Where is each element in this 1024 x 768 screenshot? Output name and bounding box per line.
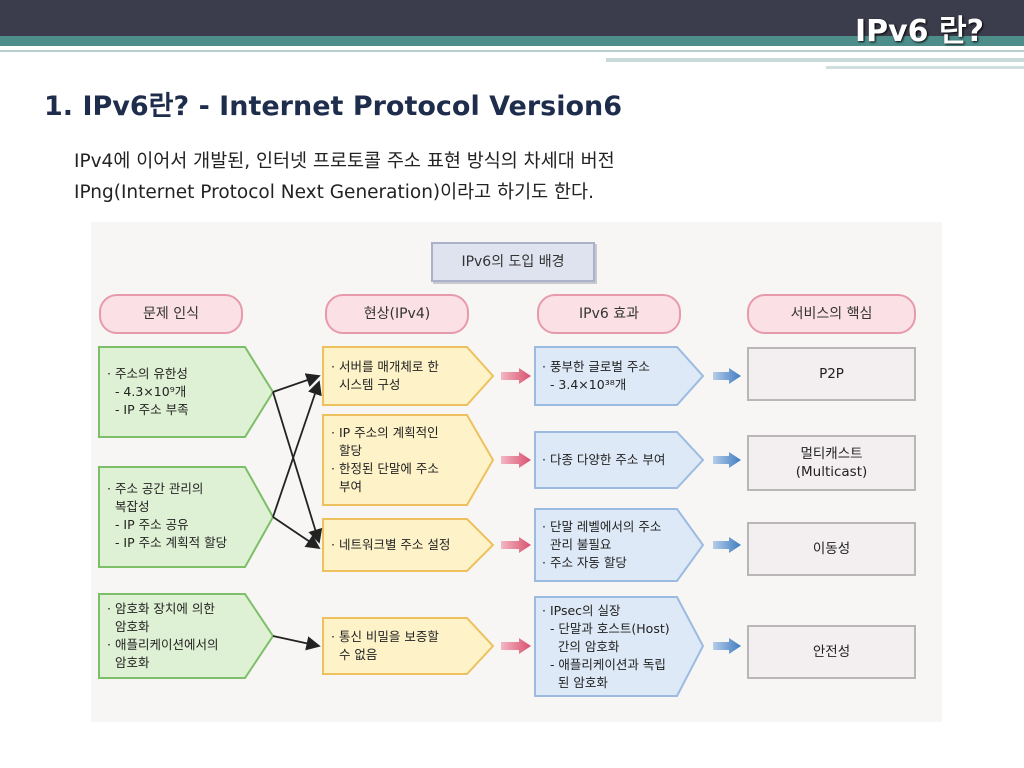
header-divider-line-shorter [826,66,1024,69]
body-line-1: IPv4에 이어서 개발된, 인터넷 프로토콜 주소 표현 방식의 차세대 버전 [74,151,615,172]
text-line: · 암호화 장치에 의한 [107,601,215,616]
text-line: 할당 [331,443,362,458]
effect-box-3 [534,508,705,582]
text-line: · IPsec의 실장 [542,603,621,618]
service-label: 이동성 [812,541,851,557]
diagram-title: IPv6의 도입 배경 [431,242,595,282]
connector-arrow [272,635,321,651]
text-line: · 네트워크별 주소 설정 [331,537,451,552]
text-line: 시스템 구성 [331,377,401,392]
effect-box-4 [534,596,705,697]
problem-box-2 [98,466,275,568]
phenomenon-text-2: · IP 주소의 계획적인 할당 · 한정된 단말에 주소 부여 [331,424,439,496]
problem-text-2: · 주소 공간 관리의 복잡성 - IP 주소 공유 - IP 주소 계획적 할… [107,480,227,552]
text-line: 수 없음 [331,647,378,662]
text-line: · 주소 자동 할당 [542,555,627,570]
phenomenon-box-4 [322,617,495,675]
flow-arrow-blue [713,638,741,654]
text-line: · 단말 레벨에서의 주소 [542,519,662,534]
text-line: 간의 암호화 [542,639,620,654]
service-box-multicast: 멀티캐스트 (Multicast) [747,435,916,491]
connector-arrow [272,373,321,393]
flow-arrow-pink [501,368,531,384]
problem-box-3 [98,593,275,679]
service-box-p2p: P2P [747,347,916,401]
flow-arrow-blue [713,537,741,553]
phenomenon-box-3 [322,518,495,572]
text-line: 된 암호화 [542,675,608,690]
flow-arrow-blue [713,368,741,384]
effect-text-1: · 풍부한 글로벌 주소 - 3.4×10³⁸개 [542,358,650,394]
header-divider-line-short [606,58,1024,62]
effect-box-2 [534,431,705,489]
phenomenon-text-1: · 서버를 매개체로 한 시스템 구성 [331,358,439,394]
problem-box-1 [98,346,275,438]
slide-title: 1. IPv6란? - Internet Protocol Version6 [44,91,623,122]
header-accent-band [0,36,1024,46]
column-header-phenomenon: 현상(IPv4) [325,294,469,334]
text-line: 관리 불필요 [542,537,612,552]
service-label: 멀티캐스트 [800,446,863,462]
phenomenon-box-2 [322,414,495,506]
text-line: · 풍부한 글로벌 주소 [542,359,650,374]
text-line: · 통신 비밀을 보증할 [331,629,439,644]
text-line: 암호화 [107,619,150,634]
text-line: - IP 주소 공유 [107,517,189,532]
column-header-effect: IPv6 효과 [537,294,681,334]
text-line: · 서버를 매개체로 한 [331,359,439,374]
service-sublabel: (Multicast) [795,464,868,480]
text-line: - 3.4×10³⁸개 [542,377,627,392]
flow-arrow-pink [501,452,531,468]
header-title: IPv6 란? [854,14,984,49]
text-line: - 단말과 호스트(Host) [542,621,670,636]
problem-text-1: · 주소의 유한성 - 4.3×10⁹개 - IP 주소 부족 [107,365,189,419]
ipv6-background-diagram: IPv6의 도입 배경 문제 인식 현상(IPv4) IPv6 효과 서비스의 … [91,222,942,722]
text-line: - IP 주소 계획적 할당 [107,535,228,550]
slide-body: IPv4에 이어서 개발된, 인터넷 프로토콜 주소 표현 방식의 차세대 버전… [74,146,615,208]
service-label: P2P [819,366,844,382]
header-divider-line [0,50,1024,52]
diagram-shapes [98,346,741,697]
column-header-service: 서비스의 핵심 [747,294,916,334]
body-line-2: IPng(Internet Protocol Next Generation)이… [74,182,594,203]
header-band [0,0,1024,36]
flow-arrow-pink [501,638,531,654]
column-header-problem: 문제 인식 [99,294,243,334]
text-line: - 4.3×10⁹개 [107,384,187,399]
effect-text-4: · IPsec의 실장 - 단말과 호스트(Host) 간의 암호화 - 애플리… [542,602,670,692]
text-line: - IP 주소 부족 [107,402,189,417]
problem-text-3: · 암호화 장치에 의한 암호화 · 애플리케이션에서의 암호화 [107,600,218,672]
effect-text-2: · 다종 다양한 주소 부여 [542,451,665,469]
effect-text-3: · 단말 레벨에서의 주소 관리 불필요 · 주소 자동 할당 [542,518,661,572]
phenomenon-box-1 [322,346,495,406]
connector-arrow [272,391,323,544]
text-line: · 애플리케이션에서의 [107,637,219,652]
connector-arrow [272,516,321,550]
text-line: 복잡성 [107,499,150,514]
effect-box-1 [534,346,705,406]
text-line: · 한정된 단말에 주소 [331,461,439,476]
service-box-security: 안전성 [747,625,916,679]
text-line: · 주소의 유한성 [107,366,188,381]
text-line: 부여 [331,479,362,494]
text-line: · 다종 다양한 주소 부여 [542,452,666,467]
phenomenon-text-4: · 통신 비밀을 보증할 수 없음 [331,628,439,664]
flow-arrow-blue [713,452,741,468]
connector-arrow [272,380,322,518]
service-box-mobility: 이동성 [747,522,916,576]
service-label: 안전성 [812,644,851,660]
text-line: · 주소 공간 관리의 [107,481,204,496]
phenomenon-text-3: · 네트워크별 주소 설정 [331,536,450,554]
text-line: 암호화 [107,655,150,670]
flow-arrow-pink [501,537,531,553]
text-line: - 애플리케이션과 독립 [542,657,666,672]
text-line: · IP 주소의 계획적인 [331,425,439,440]
